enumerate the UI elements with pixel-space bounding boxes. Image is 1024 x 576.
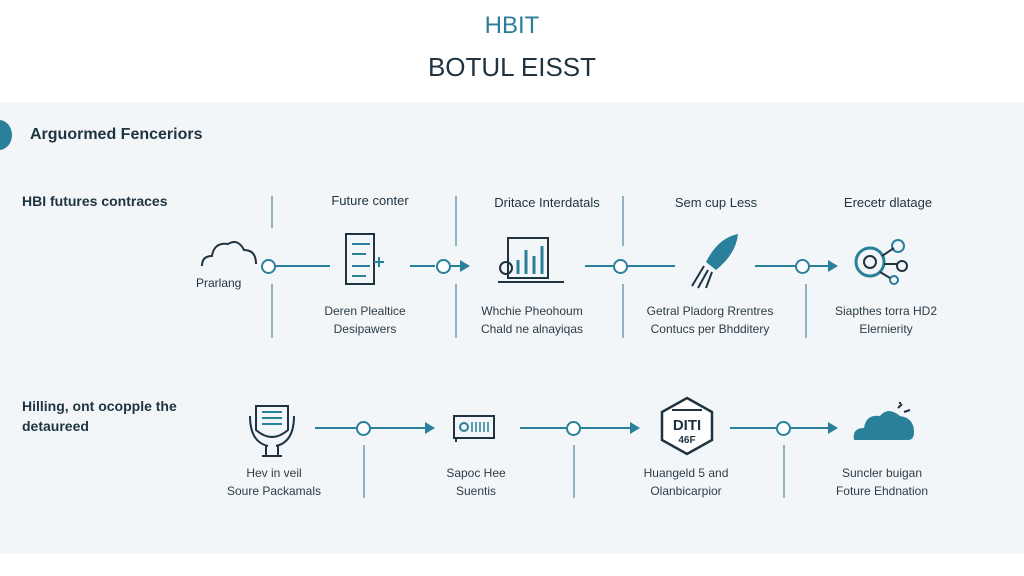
connector-line [791,427,829,429]
connector-line [730,427,776,429]
caption-line: Whchie Pheohoum [481,304,583,318]
connector-node [566,421,581,436]
caption-line: Huangeld 5 and [643,466,729,480]
connector-line [276,265,330,267]
connector-node [261,259,276,274]
arrow-icon [828,260,838,272]
divider [271,284,273,338]
caption-line: Contucs per Bhdditery [650,322,770,336]
connector-line [520,427,566,429]
cloud-icon [201,241,257,267]
caption-line: Desipawers [333,322,397,336]
divider [455,196,457,246]
network-gears-icon [854,239,908,285]
row1-label: HBI futures contraces [22,193,168,209]
label-line: detaureed [22,418,89,434]
divider [622,284,624,338]
divider [363,445,365,498]
divider [455,284,457,338]
connector-line [810,265,828,267]
arrow-icon [630,422,640,434]
row1-heading: Dritace Interdatals [494,195,600,210]
divider [805,284,807,338]
connector-line [410,265,435,267]
caption-line: Getral Pladorg Rrentres [646,304,774,318]
page-title: BOTUL EISST [427,52,597,82]
rocket-icon [691,234,738,289]
diagram-panel [0,102,1024,554]
caption-line: Hev in veil [246,466,302,480]
caption-line: Elernierity [859,322,913,336]
badge-line: 46F [678,435,696,446]
caption-line: Siapthes torra HD2 [834,304,938,318]
caption-line: Foture Ehdnation [835,484,929,498]
caption-line: Deren Plealtice [324,304,406,318]
divider [783,445,785,498]
connector-line [451,265,461,267]
divider [271,196,273,228]
caption-line: Soure Packamals [226,484,322,498]
connector-node [436,259,451,274]
connector-node [356,421,371,436]
label-line: Hilling, ont ocopple the [22,398,177,414]
header-subtitle: HBIT [484,12,540,39]
row2-label: Hilling, ont ocopple the detaureed [22,396,177,436]
caption-line: Chald ne alnayiqas [480,322,584,336]
trophy-shield-icon [249,405,295,457]
section-title: Arguormed Fenceriors [30,126,203,143]
chart-analytics-icon [498,237,564,283]
badge-line: DITI [672,417,702,434]
arrow-icon [828,422,838,434]
caption-line: Olanbicarpior [650,484,722,498]
caption-line: Suentis [455,484,497,498]
start-label: Prarlang [196,276,242,290]
connector-node [613,259,628,274]
caption-line: Suncler buigan [841,466,923,480]
arrow-icon [460,260,470,272]
section-badge [0,120,12,150]
connector-node [776,421,791,436]
connector-node [795,259,810,274]
row1-heading: Sem cup Less [674,195,758,210]
document-icon [345,233,384,285]
row1-heading: Erecetr dlatage [843,195,933,210]
arrow-icon [425,422,435,434]
device-icon [453,415,495,442]
connector-line [371,427,425,429]
caption-line: Sapoc Hee [446,466,506,480]
cloud-filled-icon [853,402,914,440]
connector-line [628,265,675,267]
hexagon-badge-icon [660,396,714,456]
connector-line [581,427,631,429]
connector-line [585,265,613,267]
divider [622,196,624,246]
divider [573,445,575,498]
row1-heading: Future conter [331,193,409,208]
connector-line [755,265,795,267]
connector-line [315,427,356,429]
